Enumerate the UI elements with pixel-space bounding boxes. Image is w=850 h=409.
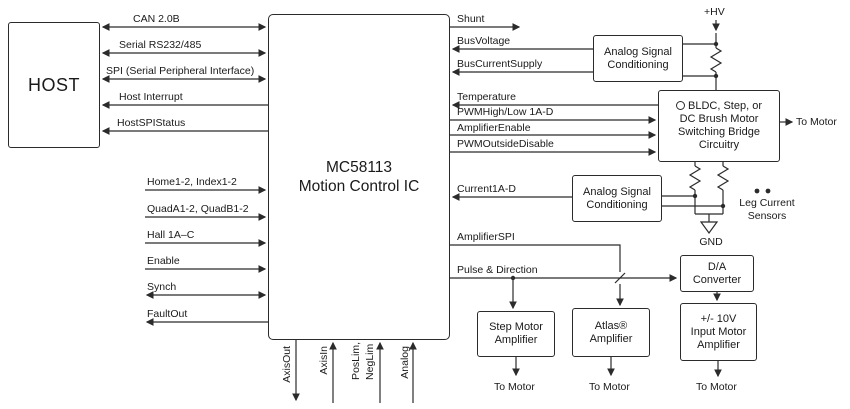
host-label: HOST <box>27 74 80 95</box>
label-hv: +HV <box>704 6 725 18</box>
analog-signal-conditioning-bottom-box: Analog Signal Conditioning <box>572 175 662 222</box>
dac-box: D/A Converter <box>680 255 754 292</box>
label-to-motor-bridge: To Motor <box>796 116 837 128</box>
label-pulse-direction: Pulse & Direction <box>457 264 538 276</box>
leg-sensor-dot-icon <box>765 188 771 194</box>
label-faultout: FaultOut <box>147 308 188 320</box>
label-to-motor-step: To Motor <box>494 381 535 393</box>
pin-label-poslim: PosLim, <box>350 342 362 380</box>
label-host-spi-status: HostSPIStatus <box>117 117 186 129</box>
terminal-circle-icon <box>676 101 685 110</box>
dac-label: D/A Converter <box>692 260 742 286</box>
junction-dot <box>720 203 726 209</box>
pin-label-poslim-neglim: PosLim, NegLim <box>350 342 377 380</box>
label-bus-voltage: BusVoltage <box>457 35 511 47</box>
bridge-box: BLDC, Step, or DC Brush Motor Switching … <box>658 90 780 162</box>
bridge-label: BLDC, Step, or DC Brush Motor Switching … <box>678 100 762 151</box>
asc-bottom-label: Analog Signal Conditioning <box>583 185 651 211</box>
leg-left-resistor-icon <box>688 165 702 191</box>
label-amplifier-spi: AmplifierSPI <box>457 231 515 243</box>
label-synch: Synch <box>147 281 177 293</box>
ic-box: MC58113 Motion Control IC <box>268 14 450 340</box>
label-quad: QuadA1-2, QuadB1-2 <box>147 203 249 215</box>
label-current-1ad: Current1A-D <box>457 183 516 195</box>
label-gnd: GND <box>699 236 723 248</box>
label-shunt: Shunt <box>457 13 485 25</box>
label-to-motor-v10: To Motor <box>696 381 737 393</box>
junction-dot <box>692 193 698 199</box>
label-spi: SPI (Serial Peripheral Interface) <box>106 65 255 77</box>
label-serial: Serial RS232/485 <box>119 39 202 51</box>
junction-dot <box>713 41 719 47</box>
ic-subtitle: Motion Control IC <box>298 178 420 195</box>
label-temperature: Temperature <box>457 91 516 103</box>
label-home-index: Home1-2, Index1-2 <box>147 176 237 188</box>
amplifier-spi-line <box>450 244 620 305</box>
step-amp-label: Step Motor Amplifier <box>489 321 543 346</box>
pin-label-neglim: NegLim <box>364 343 376 380</box>
label-host-interrupt: Host Interrupt <box>119 91 183 103</box>
pin-label-axisout: AxisOut <box>281 346 293 383</box>
junction-dot <box>510 275 516 281</box>
leg-right-resistor-icon <box>716 165 730 191</box>
label-to-motor-atlas: To Motor <box>589 381 630 393</box>
label-can-bus: CAN 2.0B <box>133 13 180 25</box>
asc-top-label: Analog Signal Conditioning <box>604 45 672 71</box>
pin-label-axisin: AxisIn <box>318 346 330 375</box>
analog-signal-conditioning-top-box: Analog Signal Conditioning <box>593 35 683 82</box>
atlas-amplifier-box: Atlas® Amplifier <box>572 308 650 357</box>
ground-icon <box>699 221 719 235</box>
v10-amp-label: +/- 10V Input Motor Amplifier <box>690 312 747 351</box>
leg-sensor-dot-icon <box>754 188 760 194</box>
label-hall: Hall 1A–C <box>147 229 195 241</box>
atlas-amp-label: Atlas® Amplifier <box>589 319 633 345</box>
shunt-resistor-icon <box>709 47 723 73</box>
label-enable: Enable <box>147 255 180 267</box>
host-box: HOST <box>8 22 100 148</box>
junction-dot <box>713 73 719 79</box>
v10-input-motor-amplifier-box: +/- 10V Input Motor Amplifier <box>680 303 757 361</box>
pin-label-analog: Analog <box>399 346 411 379</box>
label-amplifier-enable: AmplifierEnable <box>457 122 531 134</box>
label-pwm-high-low: PWMHigh/Low 1A-D <box>457 106 554 118</box>
label-pwm-outside-disable: PWMOutsideDisable <box>457 138 554 150</box>
label-leg-current-sensors: Leg Current Sensors <box>739 197 795 222</box>
ic-name: MC58113 <box>325 159 393 176</box>
label-bus-current-supply: BusCurrentSupply <box>457 58 543 70</box>
step-motor-amplifier-box: Step Motor Amplifier <box>477 311 555 357</box>
bridge-label-wrap: BLDC, Step, or DC Brush Motor Switching … <box>668 100 770 152</box>
